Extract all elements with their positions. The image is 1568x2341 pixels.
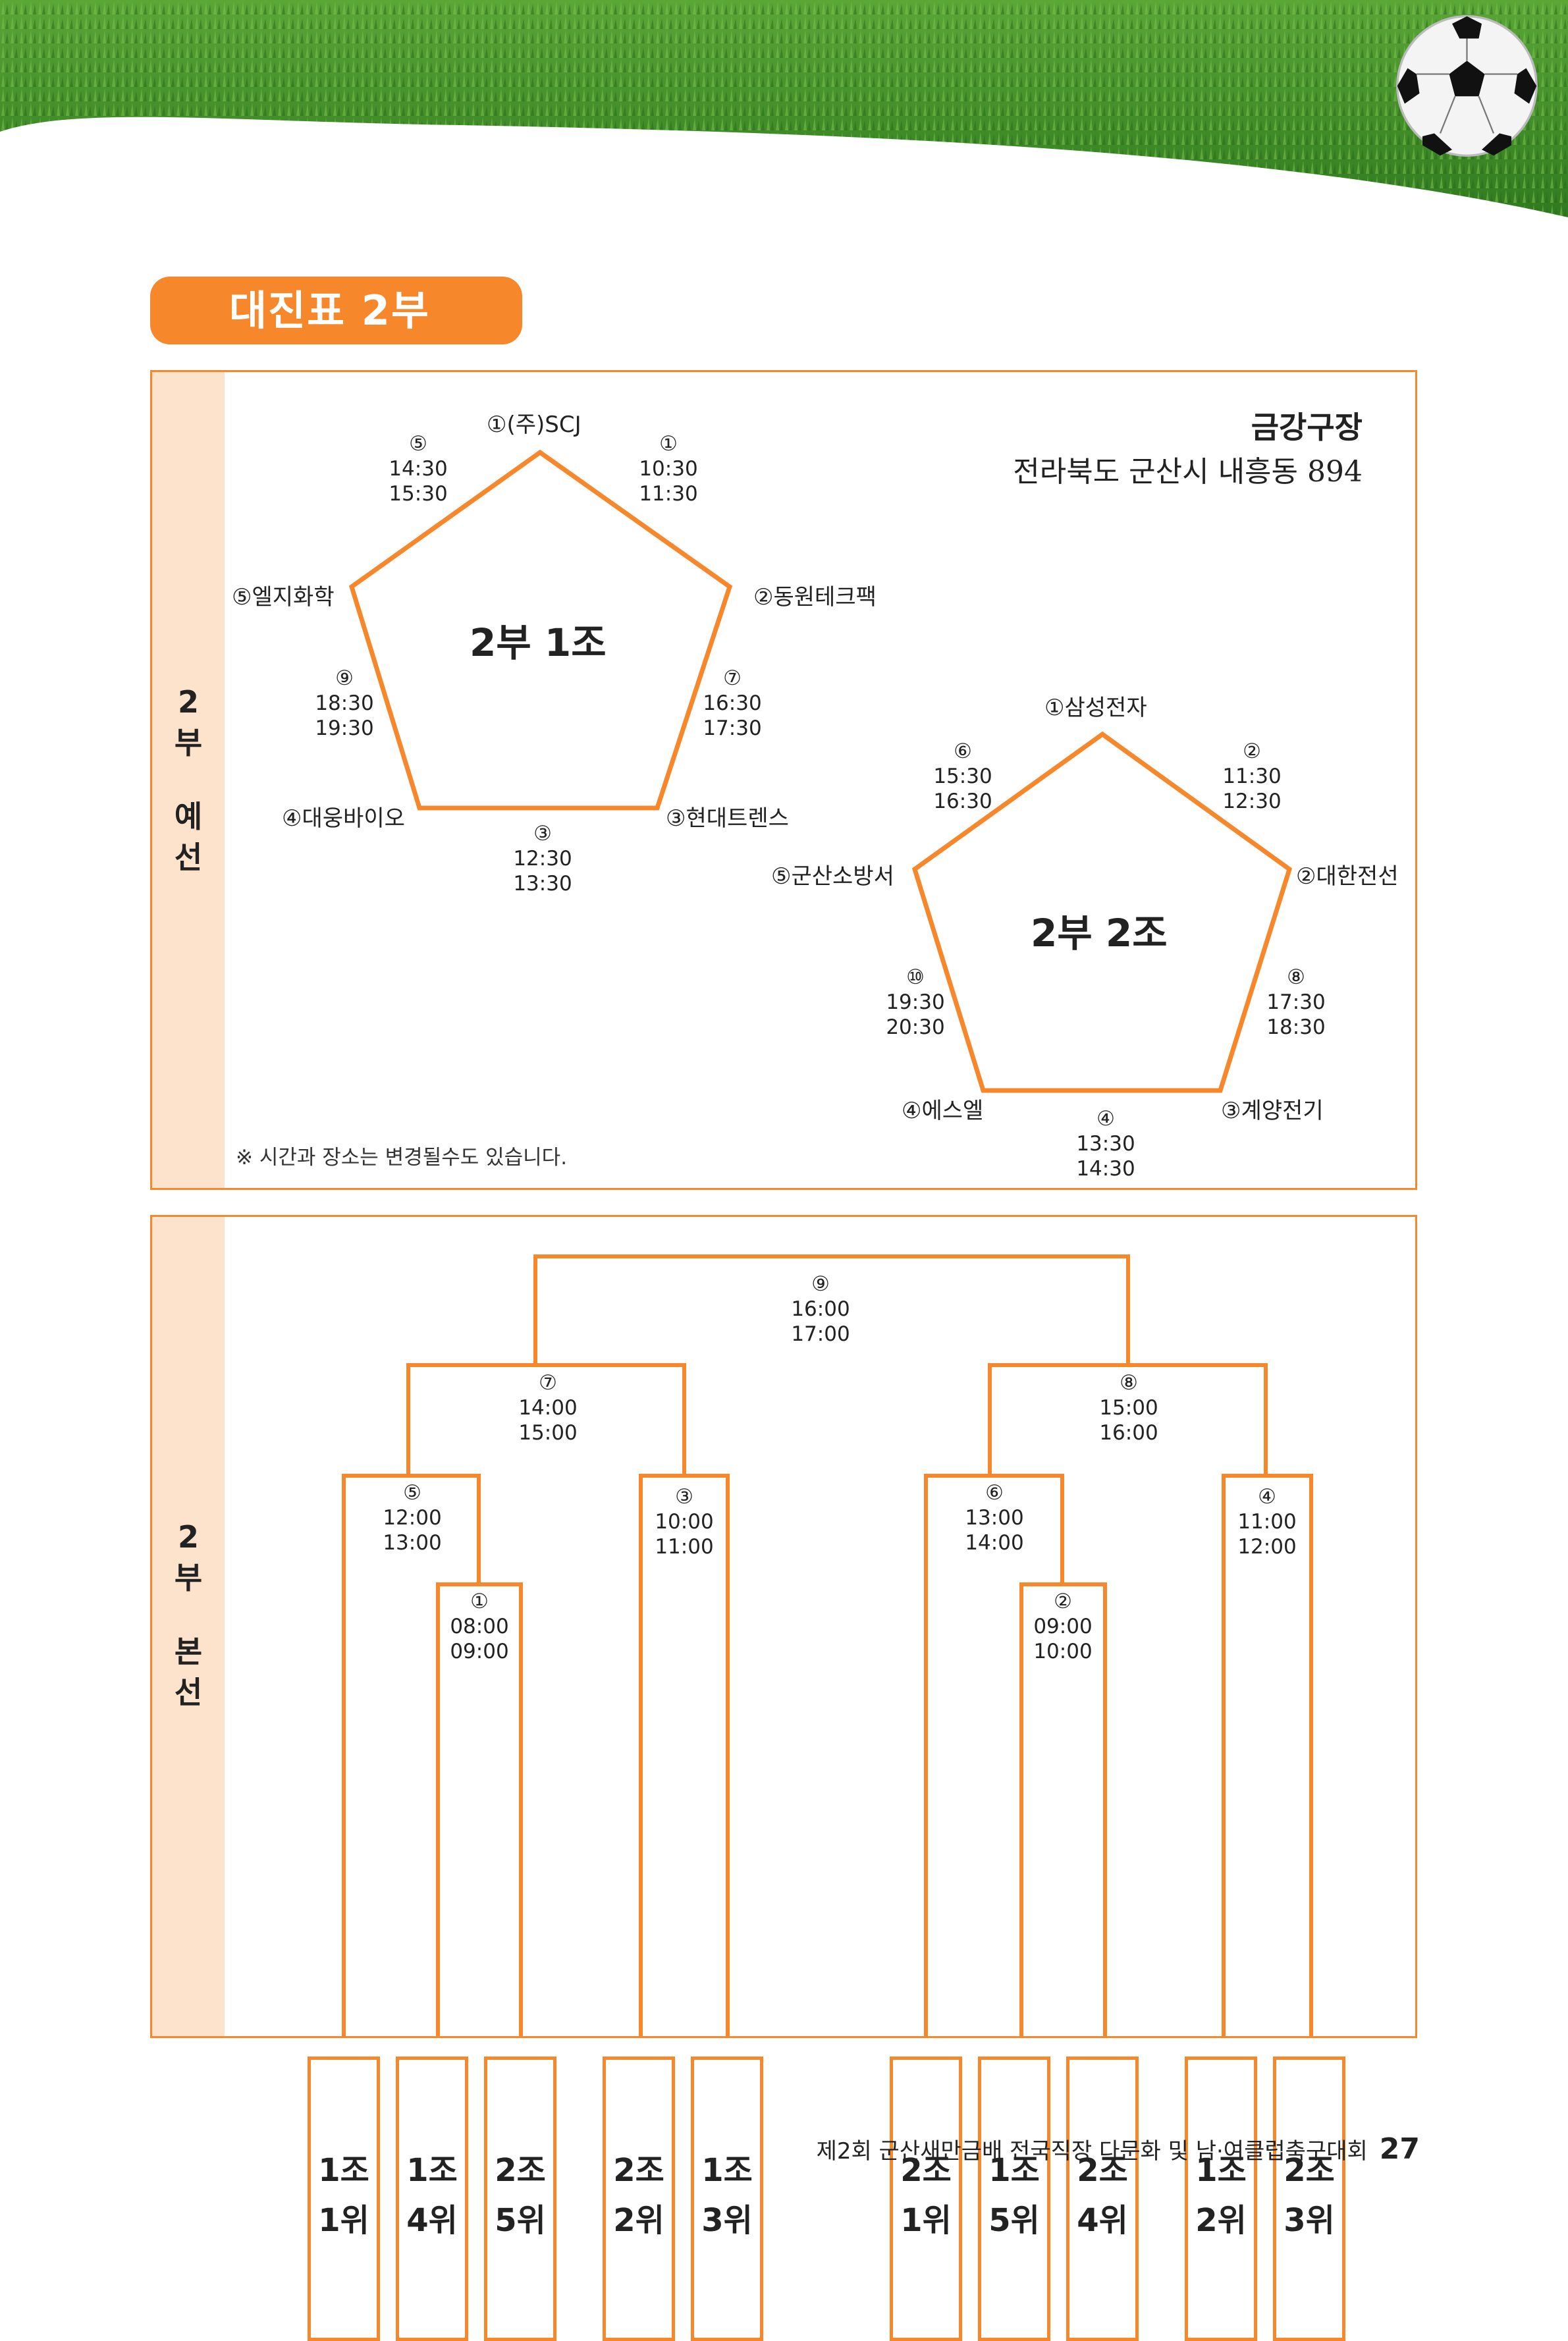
group1-team-4: ④대웅바이오 bbox=[282, 805, 405, 832]
page-footer: 제2회 군산새만금배 전국직장 다문화 및 남·여클럽축구대회 27 bbox=[817, 2132, 1420, 2166]
soccer-ball-icon bbox=[1396, 15, 1538, 157]
footer-event-title: 제2회 군산새만금배 전국직장 다문화 및 남·여클럽축구대회 bbox=[816, 2138, 1368, 2165]
final-side-label: 2 부 본 선 bbox=[174, 1519, 203, 1710]
grass-banner bbox=[0, 0, 1568, 217]
prelim-panel: 2 부 예 선 금강구장 전라북도 군산시 내흥동 894 2부 1조 ①(주)… bbox=[150, 370, 1417, 1190]
group2-team-2: ②대한전선 bbox=[1296, 863, 1399, 890]
group2-team-1: ①삼성전자 bbox=[1044, 695, 1147, 721]
group1-pentagon bbox=[348, 449, 1293, 1093]
schedule-note: ※ 시간과 장소는 변경될수도 있습니다. bbox=[236, 1146, 568, 1170]
venue-name: 금강구장 bbox=[1251, 410, 1363, 445]
group2-team-5: ⑤군산소방서 bbox=[771, 863, 894, 890]
group1-team-3: ③현대트렌스 bbox=[666, 805, 789, 832]
group1-team-1: ①(주)SCJ bbox=[487, 412, 581, 438]
group1-title: 2부 1조 bbox=[470, 620, 607, 665]
bracket-lines bbox=[342, 1254, 1313, 2037]
prelim-side-bar: 2 부 예 선 bbox=[152, 372, 225, 1188]
page-title: 대진표 2부 bbox=[150, 277, 522, 344]
page-number: 27 bbox=[1379, 2132, 1420, 2166]
final-side-bar: 2 부 본 선 bbox=[152, 1217, 225, 2036]
group2-team-3: ③계양전기 bbox=[1221, 1098, 1324, 1124]
group2-team-4: ④에스엘 bbox=[902, 1098, 984, 1124]
group2-title: 2부 2조 bbox=[1031, 911, 1168, 955]
group1-team-2: ②동원테크팩 bbox=[753, 584, 877, 610]
group1-team-5: ⑤엘지화학 bbox=[232, 584, 335, 610]
venue-address: 전라북도 군산시 내흥동 894 bbox=[1013, 455, 1363, 489]
prelim-side-label: 2 부 예 선 bbox=[174, 684, 203, 875]
